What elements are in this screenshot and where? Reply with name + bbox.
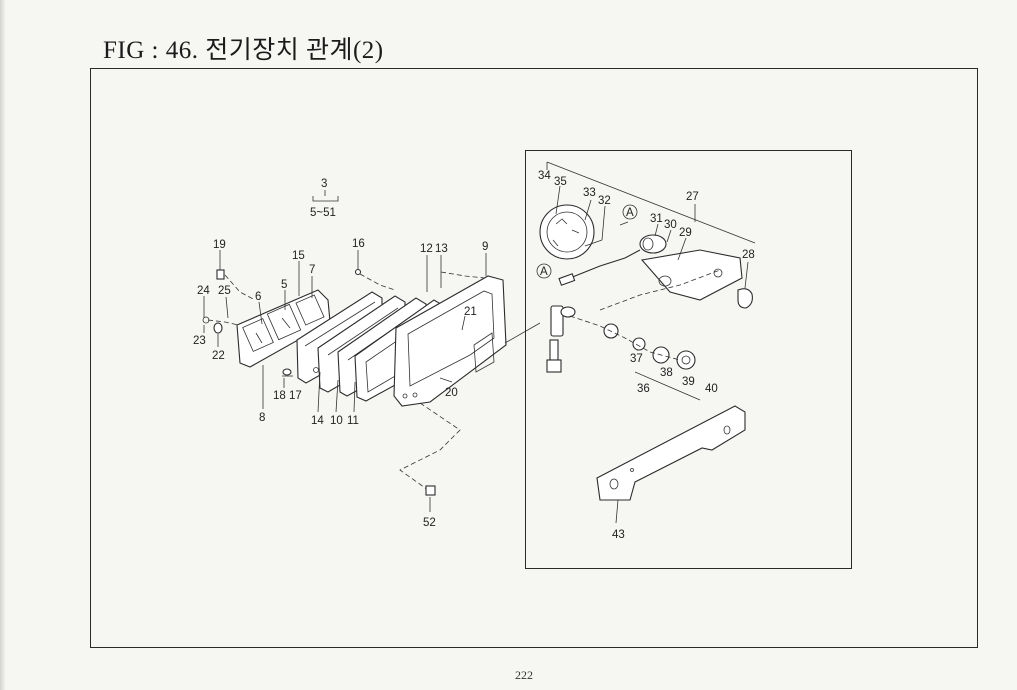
callout-43: 43	[612, 529, 625, 541]
switch-body-31	[639, 234, 667, 254]
assembly-line	[207, 319, 239, 326]
page-title: FIG : 46. 전기장치 관계(2)	[103, 37, 384, 64]
switch-bracket-27	[640, 249, 743, 301]
callout-23: 23	[193, 335, 206, 347]
callout-21: 21	[464, 306, 477, 318]
page-number: 222	[515, 668, 533, 682]
callout-6: 6	[255, 291, 261, 303]
connector-52	[425, 485, 436, 496]
assembly-line	[440, 271, 486, 279]
bulb-17-18	[282, 368, 293, 377]
switch-lever-shaft	[558, 249, 641, 286]
callout-32: 32	[598, 195, 611, 207]
callout-12: 12	[420, 243, 433, 255]
callout-52: 52	[423, 517, 436, 529]
callout-9: 9	[482, 241, 488, 253]
lamp-switch-column	[546, 305, 576, 373]
callout-17: 17	[289, 390, 302, 402]
scan-binding-edge	[0, 0, 6, 690]
callout-36: 36	[637, 383, 650, 395]
gauge-rear-housing	[236, 289, 331, 368]
callout-31: 31	[650, 213, 663, 225]
callout-34: 34	[538, 170, 551, 182]
wiring-harness	[399, 402, 461, 491]
callout-20: 20	[445, 387, 458, 399]
callout-39: 39	[682, 376, 695, 388]
callout-40: 40	[705, 383, 718, 395]
callout-22: 22	[212, 350, 225, 362]
callout-8: 8	[259, 412, 265, 424]
reference-marker-circle	[622, 204, 638, 220]
figure-frame	[90, 68, 978, 648]
callout-15: 15	[292, 250, 305, 262]
cluster-front-bezel	[393, 275, 507, 407]
knob-39-40	[676, 350, 696, 370]
callout-13: 13	[435, 243, 448, 255]
callout-18: 18	[273, 390, 286, 402]
callout-16: 16	[352, 238, 365, 250]
assembly-line	[359, 273, 396, 291]
callout-37: 37	[630, 353, 643, 365]
callout-30: 30	[664, 219, 677, 231]
knob-37-38	[603, 323, 670, 364]
callout-5-51: 5~51	[310, 207, 336, 219]
callout-19: 19	[213, 239, 226, 251]
callout-38: 38	[660, 367, 673, 379]
bulb-socket-19	[216, 262, 225, 280]
callout-11: 11	[347, 415, 359, 427]
callout-27: 27	[686, 191, 699, 203]
callout-35: 35	[554, 176, 567, 188]
combination-switch-dial	[539, 204, 595, 260]
callout-10: 10	[330, 415, 343, 427]
cover-plate-43	[596, 405, 746, 501]
callout-14: 14	[311, 415, 324, 427]
screw-16	[354, 262, 362, 276]
assembly-line	[569, 315, 681, 361]
callout-25: 25	[218, 285, 231, 297]
callout-24: 24	[197, 285, 210, 297]
reference-marker-circle	[536, 263, 552, 279]
assembly-line	[599, 269, 721, 311]
callout-a-upper: A	[626, 207, 634, 219]
callout-29: 29	[679, 227, 692, 239]
wiring-harness	[504, 322, 541, 344]
switch-detail-inset-frame	[525, 150, 852, 569]
callout-3: 3	[321, 178, 327, 190]
assembly-line	[224, 274, 256, 301]
callout-a-lower: A	[540, 266, 548, 278]
leader-lines	[203, 161, 756, 524]
bulb-22	[213, 322, 223, 334]
callout-28: 28	[742, 249, 755, 261]
clamp-28	[737, 288, 753, 309]
callout-5: 5	[281, 279, 287, 291]
callout-7: 7	[309, 264, 315, 276]
callout-33: 33	[583, 187, 596, 199]
